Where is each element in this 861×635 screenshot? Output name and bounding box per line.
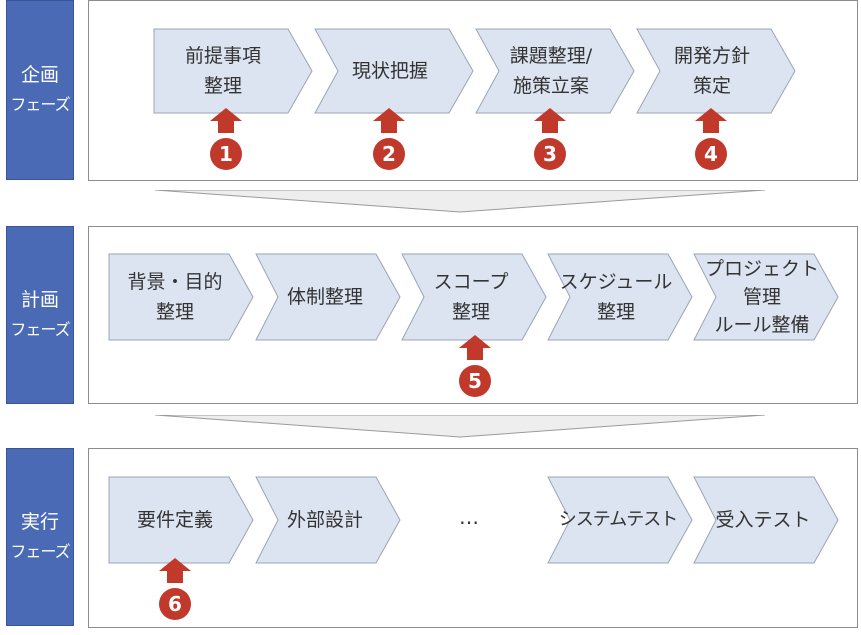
phase-label-sub: フェーズ (10, 95, 70, 114)
step-label: ルール整備 (714, 314, 810, 336)
step-chevron-prerequisites: 前提事項 整理 (153, 28, 313, 114)
step-marker: 6 (155, 558, 195, 620)
step-label: プロジェクト (704, 258, 819, 280)
up-arrow-icon (459, 335, 491, 360)
up-arrow-icon (695, 108, 727, 133)
up-arrow-icon (373, 108, 405, 133)
step-label: 施策立案 (512, 75, 589, 97)
step-label: スケジュール (559, 271, 673, 293)
up-arrow-icon (534, 108, 566, 133)
up-arrow-icon (210, 108, 242, 133)
step-number: 3 (543, 142, 557, 166)
step-marker: 4 (691, 108, 731, 170)
step-label: システムテスト (558, 509, 678, 530)
step-label: スコープ (433, 271, 509, 293)
step-chevron-issues: 課題整理/ 施策立案 (475, 28, 635, 114)
step-marker: 3 (530, 108, 570, 170)
step-marker: 2 (369, 108, 409, 170)
step-label: 管理 (742, 286, 781, 308)
step-label: 要件定義 (136, 509, 213, 531)
phase-label-sub: フェーズ (10, 320, 70, 339)
phase-label-title: 企画 (20, 64, 59, 86)
step-label: 開発方針 (673, 45, 750, 67)
step-chevron-scope: スコープ 整理 (401, 253, 547, 341)
step-chevron-current-state: 現状把握 (314, 28, 474, 114)
step-marker: 5 (455, 335, 495, 397)
transition-arrow (155, 190, 765, 213)
phase-label-title: 計画 (20, 289, 59, 311)
step-chevron-schedule: スケジュール 整理 (547, 253, 693, 341)
step-chevron-acceptance-test: 受入テスト (693, 476, 839, 564)
phase-label-plan: 計画 フェーズ (6, 226, 74, 404)
ellipsis: … (459, 505, 481, 529)
step-number: 5 (468, 369, 482, 393)
step-chevron-external-design: 外部設計 (255, 476, 401, 564)
up-arrow-icon (159, 558, 191, 583)
step-label: 課題整理/ (509, 45, 593, 67)
step-number: 1 (219, 142, 233, 166)
step-label: 前提事項 (184, 45, 261, 67)
step-label: 整理 (451, 301, 490, 323)
step-label: 現状把握 (351, 60, 428, 82)
step-number: 4 (704, 142, 718, 166)
transition-arrow (155, 415, 765, 438)
step-marker: 1 (206, 108, 246, 170)
step-label: 整理 (155, 301, 194, 323)
step-chevron-requirements: 要件定義 (108, 476, 254, 564)
phase-label-execution: 実行 フェーズ (6, 448, 74, 626)
phase-label-sub: フェーズ (10, 542, 70, 561)
phase-label-planning: 企画 フェーズ (6, 0, 74, 180)
step-label: 整理 (596, 301, 635, 323)
step-label: 体制整理 (286, 286, 363, 308)
step-number: 6 (168, 592, 182, 616)
step-chevron-organization: 体制整理 (255, 253, 401, 341)
step-number: 2 (382, 142, 396, 166)
step-label: 策定 (692, 75, 731, 97)
step-label: 受入テスト (715, 509, 811, 531)
step-label: 整理 (203, 75, 242, 97)
step-label: 外部設計 (286, 509, 363, 531)
step-chevron-project-rules: プロジェクト 管理 ルール整備 (693, 253, 839, 341)
step-label: 背景・目的 (127, 271, 223, 293)
step-chevron-background: 背景・目的 整理 (108, 253, 254, 341)
step-chevron-dev-policy: 開発方針 策定 (636, 28, 796, 114)
step-chevron-system-test: システムテスト (547, 476, 693, 564)
phase-label-title: 実行 (20, 511, 59, 533)
